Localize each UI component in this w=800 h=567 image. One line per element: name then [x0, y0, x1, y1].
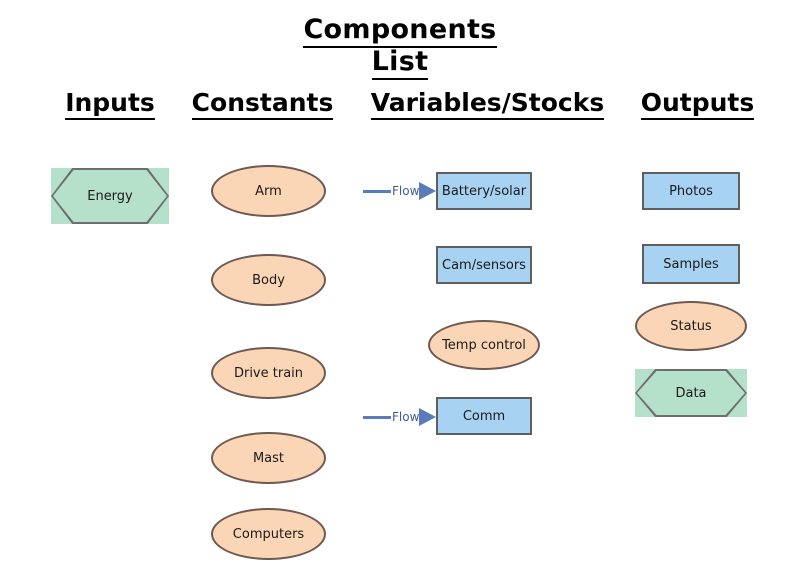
- column-header-inputs: Inputs: [30, 88, 190, 120]
- title-line-2: List: [0, 46, 800, 80]
- node-samples-label: Samples: [663, 256, 719, 272]
- node-photos-label: Photos: [669, 183, 713, 199]
- node-arm-label: Arm: [255, 183, 282, 199]
- flow-arrow-comm-head-icon: [419, 408, 437, 426]
- node-energy[interactable]: Energy: [51, 168, 169, 224]
- node-temp-control-label: Temp control: [442, 337, 526, 353]
- flow-arrow-battery[interactable]: Flow: [363, 180, 437, 202]
- node-comm[interactable]: Comm: [436, 397, 532, 435]
- column-header-variables-text: Variables/Stocks: [370, 88, 605, 120]
- node-computers[interactable]: Computers: [211, 508, 326, 560]
- node-mast[interactable]: Mast: [211, 432, 326, 484]
- column-header-outputs-text: Outputs: [640, 88, 755, 120]
- title-line-1-text: Components: [303, 14, 497, 48]
- column-header-variables: Variables/Stocks: [355, 88, 620, 120]
- node-drive-train[interactable]: Drive train: [211, 347, 326, 399]
- column-header-inputs-text: Inputs: [65, 88, 155, 120]
- flow-arrow-battery-line: [363, 189, 391, 193]
- diagram-title: Components List: [0, 14, 800, 80]
- flow-arrow-battery-head-icon: [419, 182, 437, 200]
- node-energy-fill: [53, 170, 167, 222]
- node-mast-label: Mast: [252, 450, 285, 466]
- column-header-outputs: Outputs: [620, 88, 775, 120]
- node-cam-sensors[interactable]: Cam/sensors: [436, 246, 532, 284]
- node-samples[interactable]: Samples: [642, 244, 740, 284]
- column-header-constants-text: Constants: [191, 88, 334, 120]
- node-body-label: Body: [252, 272, 285, 288]
- flow-arrow-comm[interactable]: Flow: [363, 406, 437, 428]
- node-computers-label: Computers: [232, 526, 305, 542]
- node-status-label: Status: [670, 318, 712, 334]
- node-battery-solar[interactable]: Battery/solar: [436, 172, 532, 210]
- node-comm-label: Comm: [462, 408, 506, 424]
- node-cam-sensors-label: Cam/sensors: [442, 257, 526, 273]
- node-battery-solar-label: Battery/solar: [441, 183, 527, 199]
- node-status[interactable]: Status: [635, 301, 747, 351]
- flow-arrow-comm-label: Flow: [392, 410, 420, 424]
- node-arm[interactable]: Arm: [211, 165, 326, 217]
- node-body[interactable]: Body: [211, 254, 326, 306]
- node-temp-control[interactable]: Temp control: [428, 320, 540, 370]
- node-photos[interactable]: Photos: [642, 172, 740, 210]
- node-drive-train-label: Drive train: [233, 365, 304, 381]
- node-data-fill: [637, 371, 745, 415]
- node-energy-label: Energy: [87, 188, 133, 204]
- flow-arrow-battery-label: Flow: [392, 184, 420, 198]
- title-line-2-text: List: [371, 46, 429, 80]
- column-header-constants: Constants: [180, 88, 345, 120]
- flow-arrow-comm-line: [363, 415, 391, 419]
- node-data[interactable]: Data: [635, 369, 747, 417]
- title-line-1: Components: [0, 14, 800, 48]
- node-data-label: Data: [675, 385, 707, 401]
